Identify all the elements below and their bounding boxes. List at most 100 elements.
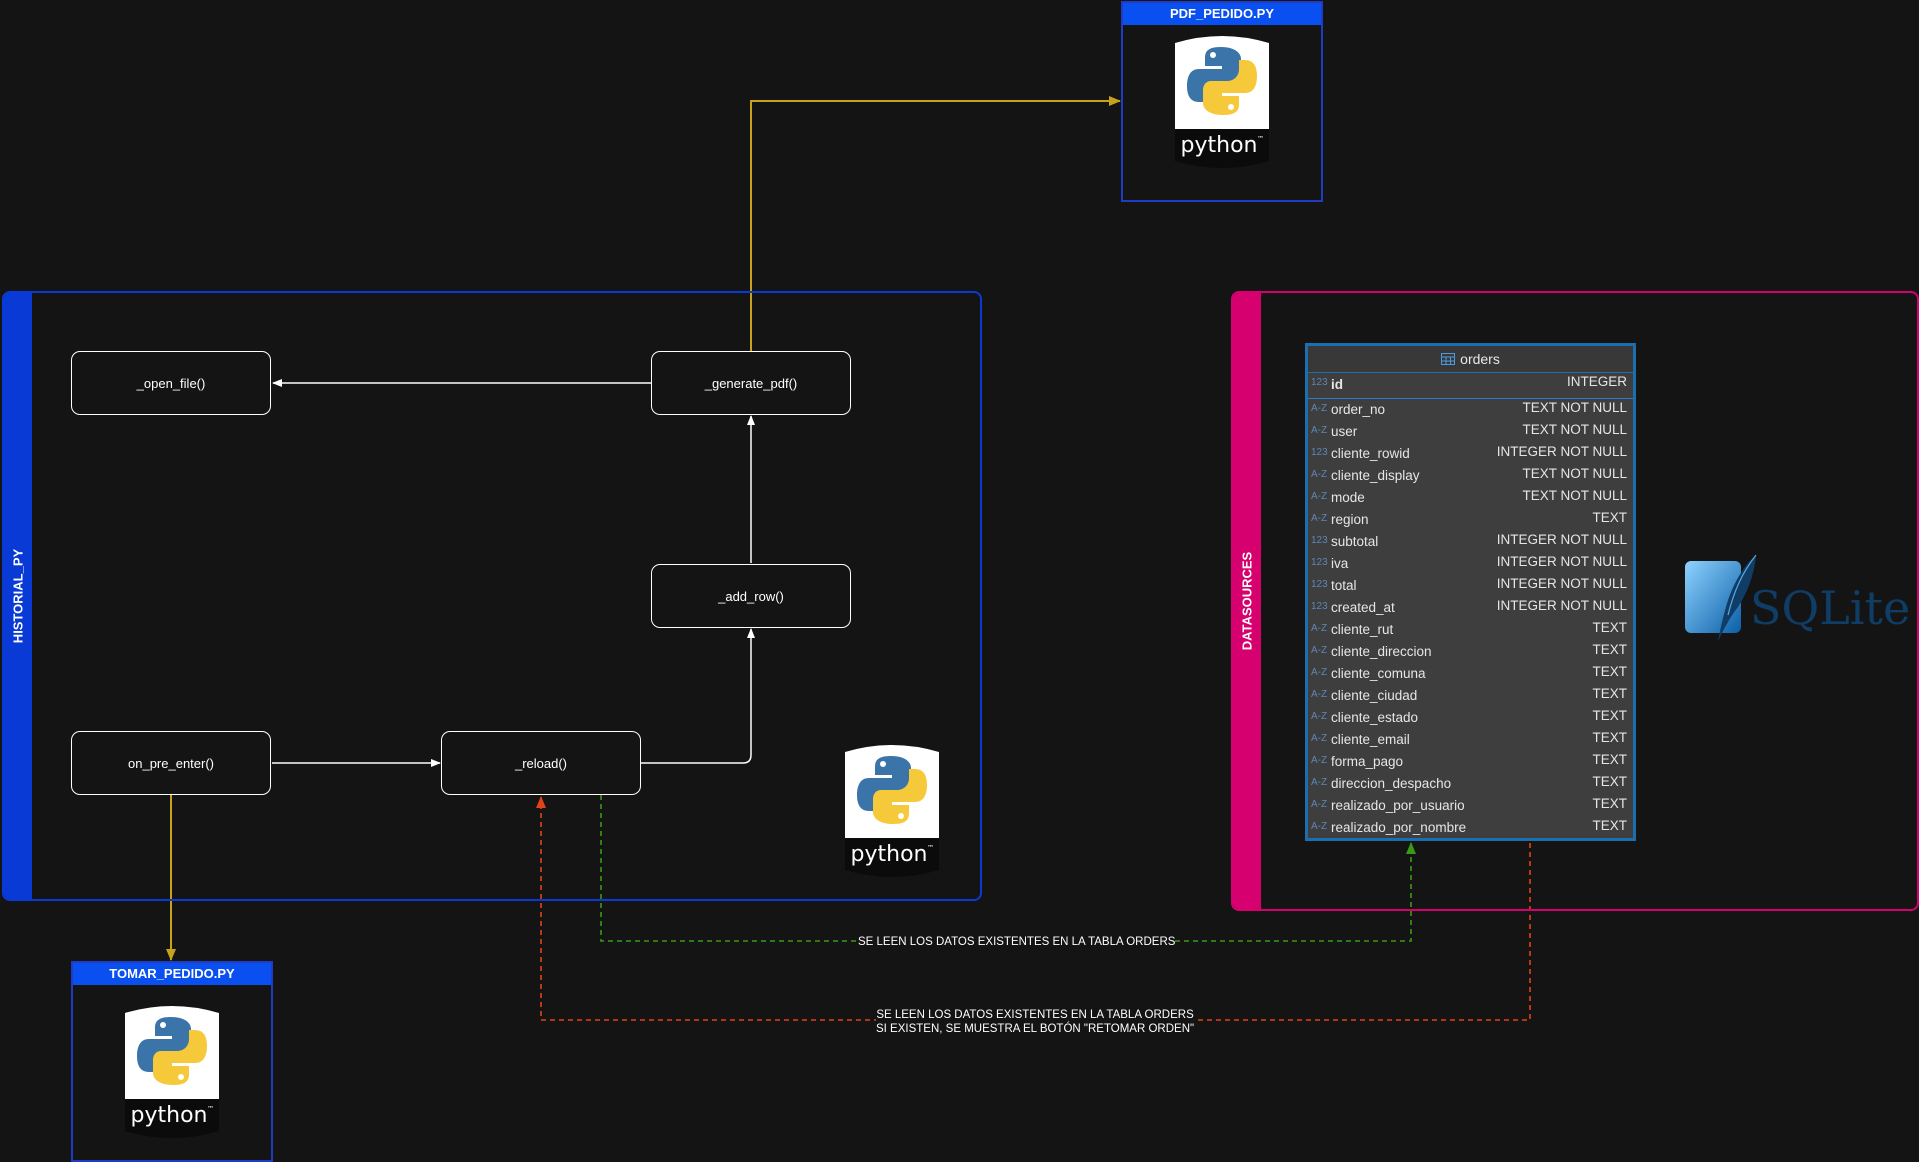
column-type: TEXT	[1592, 686, 1627, 701]
column-type: TEXT NOT NULL	[1522, 422, 1627, 437]
python-logo: python ™	[1175, 33, 1269, 171]
node-add-row[interactable]: _add_row()	[651, 564, 851, 628]
python-logo-text: python	[1181, 133, 1258, 158]
red-edge-label-line2: SI EXISTEN, SE MUESTRA EL BOTÓN "RETOMAR…	[876, 1023, 1195, 1035]
node-open-file[interactable]: _open_file()	[71, 351, 271, 415]
column-name: cliente_email	[1331, 732, 1410, 747]
historial-py-container: HISTORIAL_PY	[2, 291, 982, 901]
column-name: cliente_comuna	[1331, 666, 1426, 681]
column-name: cliente_rowid	[1331, 446, 1410, 461]
green-edge-label: SE LEEN LOS DATOS EXISTENTES EN LA TABLA…	[858, 935, 1176, 949]
column-name: order_no	[1331, 402, 1386, 417]
text-type-icon: A-Z	[1311, 799, 1328, 810]
text-type-icon: A-Z	[1311, 469, 1328, 480]
sqlite-logo: SQLite	[1682, 554, 1910, 645]
column-name: id	[1331, 377, 1343, 392]
red-edge-label: SE LEEN LOS DATOS EXISTENTES EN LA TABLA…	[876, 1008, 1195, 1036]
node-reload[interactable]: _reload()	[441, 731, 641, 795]
column-name: realizado_por_nombre	[1331, 820, 1467, 835]
column-type: INTEGER	[1566, 374, 1627, 389]
edge-generate-pdf-to-pdf-pedido	[750, 96, 1121, 351]
orders-table-header: orders	[1308, 346, 1633, 373]
column-name: realizado_por_usuario	[1331, 798, 1465, 813]
edge-reload-to-add-row	[641, 628, 755, 764]
text-type-icon: A-Z	[1311, 667, 1328, 678]
column-type: TEXT	[1592, 796, 1627, 811]
sqlite-icon	[1685, 554, 1757, 641]
table-icon	[1441, 353, 1456, 365]
node-add-row-label: _add_row()	[718, 588, 784, 604]
numeric-type-icon: 123	[1311, 447, 1328, 458]
node-on-pre-enter[interactable]: on_pre_enter()	[71, 731, 271, 795]
column-name: cliente_estado	[1331, 710, 1419, 725]
tomar-pedido-file[interactable]: TOMAR_PEDIDO.PY python ™	[71, 961, 273, 1162]
python-logo-tm: ™	[1257, 135, 1264, 143]
python-logo-tm: ™	[927, 844, 934, 852]
column-type: INTEGER NOT NULL	[1496, 554, 1627, 569]
column-name: forma_pago	[1331, 754, 1404, 769]
numeric-type-icon: 123	[1311, 557, 1328, 568]
column-name: cliente_rut	[1331, 622, 1394, 637]
column-type: TEXT NOT NULL	[1522, 400, 1627, 415]
column-type: TEXT	[1592, 642, 1627, 657]
red-edge-label-line1: SE LEEN LOS DATOS EXISTENTES EN LA TABLA…	[876, 1009, 1194, 1021]
numeric-type-icon: 123	[1311, 535, 1328, 546]
column-type: TEXT	[1592, 730, 1627, 745]
column-type: TEXT	[1592, 752, 1627, 767]
column-type: TEXT NOT NULL	[1522, 488, 1627, 503]
text-type-icon: A-Z	[1311, 425, 1328, 436]
node-reload-label: _reload()	[514, 755, 568, 771]
column-name: user	[1331, 424, 1358, 439]
text-type-icon: A-Z	[1311, 821, 1328, 832]
datasources-label: DATASOURCES	[1239, 551, 1255, 651]
column-name: direccion_despacho	[1331, 776, 1452, 791]
column-type: TEXT	[1592, 664, 1627, 679]
text-type-icon: A-Z	[1311, 491, 1328, 502]
node-on-pre-enter-label: on_pre_enter()	[128, 755, 214, 771]
pdf-pedido-file[interactable]: PDF_PEDIDO.PY python ™	[1121, 1, 1323, 202]
node-generate-pdf[interactable]: _generate_pdf()	[651, 351, 851, 415]
text-type-icon: A-Z	[1311, 755, 1328, 766]
python-logo: python ™	[845, 742, 939, 880]
python-logo-text: python	[851, 842, 928, 867]
column-type: INTEGER NOT NULL	[1496, 444, 1627, 459]
text-type-icon: A-Z	[1311, 645, 1328, 656]
column-type: TEXT	[1592, 510, 1627, 525]
text-type-icon: A-Z	[1311, 711, 1328, 722]
text-type-icon: A-Z	[1311, 689, 1328, 700]
text-type-icon: A-Z	[1311, 623, 1328, 634]
numeric-type-icon: 123	[1311, 377, 1328, 388]
text-type-icon: A-Z	[1311, 777, 1328, 788]
column-type: INTEGER NOT NULL	[1496, 532, 1627, 547]
column-type: INTEGER NOT NULL	[1496, 598, 1627, 613]
node-generate-pdf-label: _generate_pdf()	[704, 375, 798, 391]
column-type: TEXT	[1592, 818, 1627, 833]
text-type-icon: A-Z	[1311, 513, 1328, 524]
column-type: TEXT	[1592, 708, 1627, 723]
python-icon: python ™	[1175, 36, 1269, 168]
column-name: subtotal	[1331, 534, 1379, 549]
column-name: cliente_display	[1331, 468, 1420, 483]
tomar-pedido-title: TOMAR_PEDIDO.PY	[73, 963, 271, 985]
numeric-type-icon: 123	[1311, 601, 1328, 612]
numeric-type-icon: 123	[1311, 579, 1328, 590]
column-name: created_at	[1331, 600, 1395, 615]
